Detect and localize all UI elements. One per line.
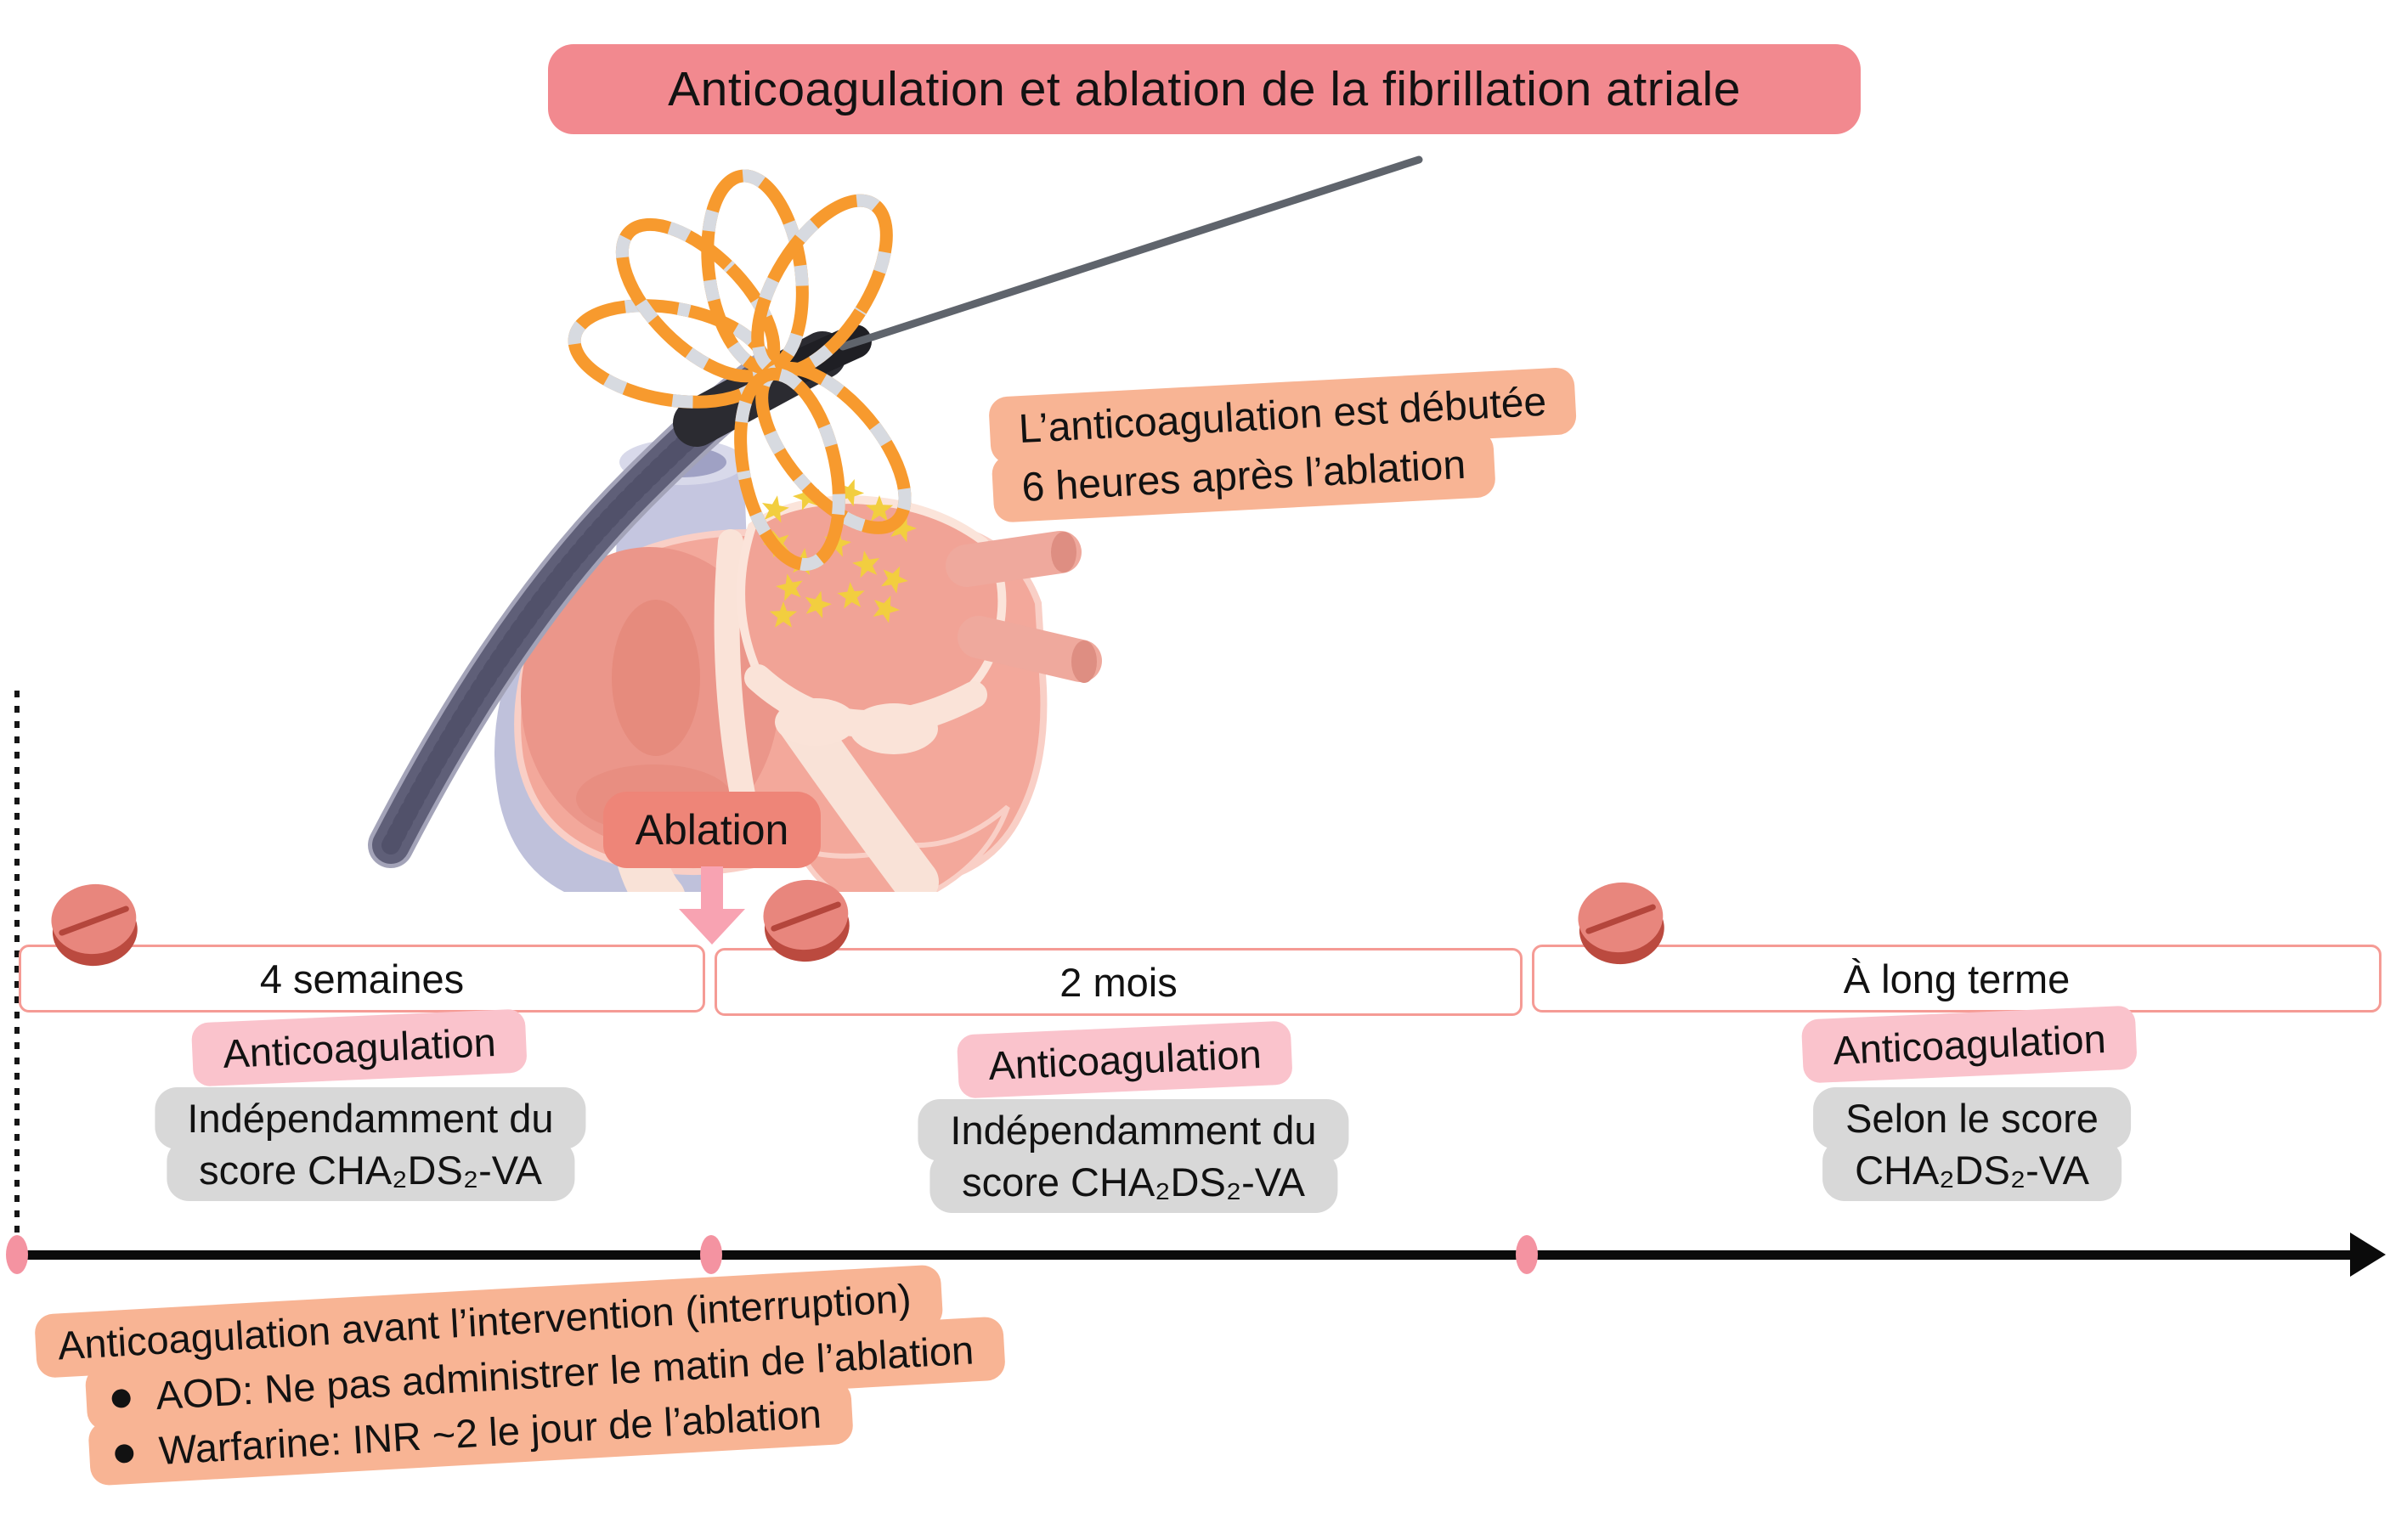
star-icon (769, 601, 798, 628)
score-note-3-line1: Selon le score (1813, 1087, 2131, 1149)
anticoagulation-tag-3: Anticoagulation (1800, 1005, 2139, 1084)
valve-band (744, 664, 987, 738)
star-icon (759, 525, 794, 560)
score-note-1: Indépendamment du score CHA₂DS₂-VA (155, 1087, 586, 1201)
mapping-catheter-loops (568, 169, 912, 571)
bullet-icon (111, 1388, 132, 1408)
star-icon (821, 527, 854, 558)
period-box-long-terme: À long terme (1532, 945, 2382, 1013)
pulmonary-vein-end (1051, 532, 1076, 573)
star-icon (867, 590, 904, 625)
vessel-svc (612, 454, 751, 671)
star-icon (800, 587, 835, 620)
heart-catheter-illustration (368, 155, 1423, 892)
timeline-dot-ablation (700, 1235, 722, 1274)
timeline-dot-start (6, 1235, 28, 1274)
period-box-2-mois: 2 mois (715, 948, 1523, 1016)
pulmonary-vein (946, 531, 1082, 587)
valve-scallop (850, 703, 938, 754)
star-icon (789, 479, 824, 512)
page-title: Anticoagulation et ablation de la fibril… (548, 44, 1861, 134)
pulmonary-vein-end (1071, 640, 1097, 683)
score-note-3: Selon le score CHA₂DS₂-VA (1813, 1087, 2131, 1201)
lesion-stars (759, 474, 920, 628)
guidewire (839, 155, 1423, 351)
post-ablation-note: L’anticoagulation est débutée 6 heures a… (988, 366, 1580, 523)
pre-procedure-note: Anticoagulation avant l’intervention (in… (34, 1261, 1009, 1488)
heart-chamber-shade (612, 600, 700, 756)
score-note-1-line2: score CHA₂DS₂-VA (167, 1139, 574, 1201)
star-icon (759, 493, 791, 524)
pulmonary-vein (958, 616, 1102, 682)
score-note-2-line1: Indépendamment du (918, 1099, 1349, 1161)
pill-icon (760, 873, 853, 967)
pill-icon (48, 877, 141, 971)
score-note-3-line2: CHA₂DS₂-VA (1822, 1139, 2122, 1201)
ablation-badge: Ablation (603, 792, 821, 868)
score-note-2: Indépendamment du score CHA₂DS₂-VA (918, 1099, 1349, 1213)
star-icon (850, 548, 883, 579)
heart-outflow (777, 699, 939, 892)
score-note-1-line1: Indépendamment du (155, 1087, 586, 1149)
arrow-right-icon (2350, 1233, 2386, 1277)
period-box-4-semaines: 4 semaines (19, 945, 705, 1013)
bullet-icon (114, 1443, 134, 1464)
valve-scallop (775, 698, 856, 746)
dotted-reference-line (14, 691, 20, 1251)
anticoagulation-tag-1: Anticoagulation (190, 1008, 528, 1087)
anticoagulation-tag-2: Anticoagulation (956, 1020, 1294, 1099)
timeline-axis (17, 1250, 2355, 1260)
star-icon (876, 560, 912, 596)
left-atrium (737, 494, 1007, 730)
star-icon (885, 510, 920, 544)
star-icon (788, 545, 819, 576)
star-icon (773, 571, 806, 602)
pill-icon (1574, 876, 1668, 969)
arrow-down-icon (679, 909, 745, 945)
vessel-opening (619, 439, 745, 485)
timeline-dot-2-mois (1516, 1235, 1538, 1274)
arrow-down-icon (701, 866, 723, 911)
score-note-2-line2: score CHA₂DS₂-VA (929, 1151, 1337, 1213)
star-icon (836, 580, 867, 610)
star-icon (833, 474, 868, 509)
vessel-lumen (638, 447, 726, 477)
star-icon (865, 495, 894, 522)
